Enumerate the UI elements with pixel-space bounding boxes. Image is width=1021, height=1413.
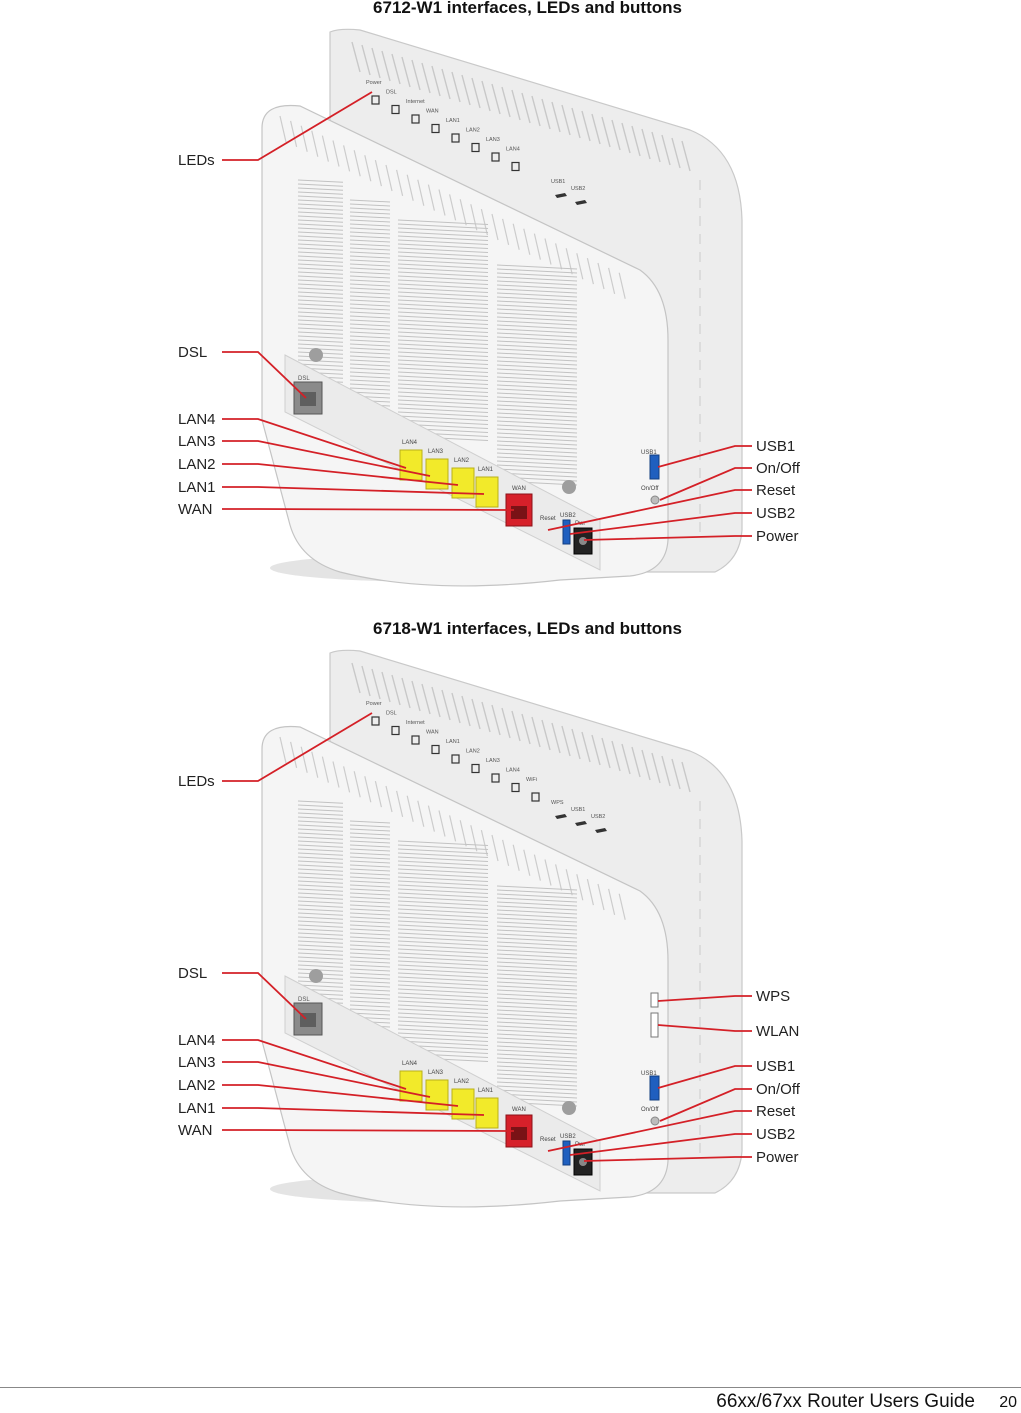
- led-label: LAN1: [446, 739, 460, 745]
- callout-label-wan: WAN: [178, 1122, 212, 1139]
- lan-port-label: LAN3: [428, 1070, 444, 1076]
- figure-2-title: 6718-W1 interfaces, LEDs and buttons: [0, 619, 1021, 639]
- led-label: LAN3: [486, 137, 500, 143]
- callout-label-usb2: USB2: [756, 505, 795, 522]
- lan-port: [476, 477, 498, 507]
- usb2-port: [563, 1141, 570, 1165]
- wan-port-label: WAN: [512, 486, 526, 492]
- screw-hole: [309, 348, 323, 362]
- callout-label-lan2: LAN2: [178, 1077, 216, 1094]
- wan-port-label: WAN: [512, 1107, 526, 1113]
- led-label: USB1: [551, 179, 565, 185]
- callout-label-onoff: On/Off: [756, 460, 801, 477]
- led-label: WAN: [426, 730, 439, 736]
- lan-port: [400, 1071, 422, 1101]
- power-jack-pin: [579, 537, 587, 545]
- lan-port-label: LAN1: [478, 1088, 494, 1094]
- callout-label-usb2: USB2: [756, 1126, 795, 1143]
- lan-port: [400, 450, 422, 480]
- router-6718-illustration: DSLLAN4LAN3LAN2LAN1WANResetUSB2PwrUSB1On…: [0, 641, 1021, 1241]
- led-label: WPS: [551, 800, 564, 806]
- callout-label-lan1: LAN1: [178, 1100, 216, 1117]
- router-6712-illustration: DSLLAN4LAN3LAN2LAN1WANResetUSB2PwrUSB1On…: [0, 20, 1021, 620]
- led-label: LAN2: [466, 128, 480, 134]
- callout-label-lan3: LAN3: [178, 433, 216, 450]
- lan-port-label: LAN2: [454, 1079, 470, 1085]
- wlan-button: [651, 1013, 658, 1037]
- callout-label-wps: WPS: [756, 988, 790, 1005]
- usb1-port-label: USB1: [641, 1071, 657, 1077]
- led-label: WiFi: [526, 777, 537, 783]
- lan-port-label: LAN1: [478, 467, 494, 473]
- onoff-label: On/Off: [641, 1107, 659, 1113]
- led-label: DSL: [386, 90, 397, 96]
- usb1-port: [650, 455, 659, 479]
- usb1-port-label: USB1: [641, 450, 657, 456]
- callout-label-dsl: DSL: [178, 965, 207, 982]
- dsl-port-label: DSL: [298, 997, 310, 1003]
- dsl-port-label: DSL: [298, 376, 310, 382]
- callout-leader: [222, 509, 514, 510]
- callout-label-leds: LEDs: [178, 773, 215, 790]
- lan-port-label: LAN2: [454, 458, 470, 464]
- wan-port-socket: [511, 506, 527, 519]
- led-label: LAN3: [486, 758, 500, 764]
- wps-button: [651, 993, 658, 1007]
- page-number: 20: [999, 1394, 1017, 1412]
- usb2-port: [563, 520, 570, 544]
- callout-label-wlan: WLAN: [756, 1023, 799, 1040]
- led-label: USB1: [571, 807, 585, 813]
- led-label: Internet: [406, 99, 425, 105]
- callout-label-reset: Reset: [756, 482, 796, 499]
- lan-port: [476, 1098, 498, 1128]
- footer-divider: [0, 1387, 1021, 1388]
- led-label: LAN4: [506, 147, 520, 153]
- figure-1-title: 6712-W1 interfaces, LEDs and buttons: [0, 0, 1021, 18]
- callout-label-power: Power: [756, 528, 799, 545]
- screw-hole: [562, 1101, 576, 1115]
- callout-label-leds: LEDs: [178, 152, 215, 169]
- led-label: LAN1: [446, 118, 460, 124]
- router-device: DSLLAN4LAN3LAN2LAN1WANResetUSB2PwrUSB1On…: [262, 29, 742, 586]
- callout-label-onoff: On/Off: [756, 1081, 801, 1098]
- onoff-button: [651, 1117, 659, 1125]
- screw-hole: [309, 969, 323, 983]
- callout-label-usb1: USB1: [756, 1058, 795, 1075]
- reset-label: Reset: [540, 1137, 556, 1143]
- footer-guide-title: 66xx/67xx Router Users Guide: [716, 1391, 975, 1413]
- lan-port-label: LAN4: [402, 1061, 418, 1067]
- reset-label: Reset: [540, 516, 556, 522]
- led-label: LAN2: [466, 749, 480, 755]
- callout-label-wan: WAN: [178, 501, 212, 518]
- led-label: Power: [366, 80, 382, 86]
- led-label: USB2: [591, 814, 605, 820]
- onoff-label: On/Off: [641, 486, 659, 492]
- power-jack-pin: [579, 1158, 587, 1166]
- led-label: Power: [366, 701, 382, 707]
- callout-label-lan4: LAN4: [178, 411, 216, 428]
- led-label: USB2: [571, 186, 585, 192]
- callout-label-lan3: LAN3: [178, 1054, 216, 1071]
- onoff-button: [651, 496, 659, 504]
- led-label: DSL: [386, 711, 397, 717]
- callout-label-lan4: LAN4: [178, 1032, 216, 1049]
- usb1-port: [650, 1076, 659, 1100]
- lan-port-label: LAN4: [402, 440, 418, 446]
- usb2-port-label: USB2: [560, 513, 576, 519]
- callout-label-reset: Reset: [756, 1103, 796, 1120]
- callout-leader: [222, 1130, 514, 1131]
- callout-label-power: Power: [756, 1149, 799, 1166]
- screw-hole: [562, 480, 576, 494]
- callout-label-lan2: LAN2: [178, 456, 216, 473]
- usb2-port-label: USB2: [560, 1134, 576, 1140]
- led-label: Internet: [406, 720, 425, 726]
- led-label: LAN4: [506, 768, 520, 774]
- led-label: WAN: [426, 109, 439, 115]
- callout-label-usb1: USB1: [756, 438, 795, 455]
- lan-port-label: LAN3: [428, 449, 444, 455]
- wan-port-socket: [511, 1127, 527, 1140]
- callout-label-dsl: DSL: [178, 344, 207, 361]
- callout-label-lan1: LAN1: [178, 479, 216, 496]
